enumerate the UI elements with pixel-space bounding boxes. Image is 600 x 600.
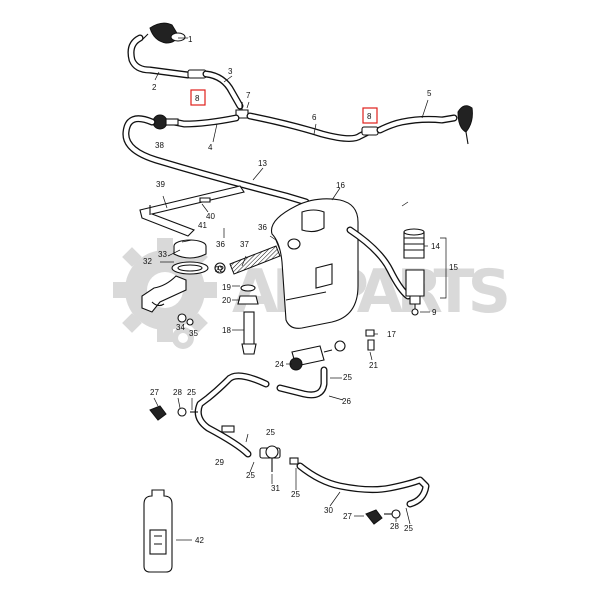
jet-27-left-icon <box>149 405 198 421</box>
callout-2: 2 <box>152 83 157 92</box>
callout-8b: 8 <box>367 112 372 121</box>
left-nozzle-icon <box>141 22 186 44</box>
callout-26: 26 <box>342 397 351 406</box>
level-sensor-icon <box>241 311 257 355</box>
reservoir-tank-icon <box>270 198 359 329</box>
callout-32: 32 <box>143 257 152 266</box>
right-nozzle-icon <box>457 105 473 145</box>
callout-3: 3 <box>228 67 233 76</box>
callout-35: 35 <box>189 329 198 338</box>
callout-25e: 25 <box>291 490 300 499</box>
callout-13: 13 <box>258 159 267 168</box>
callout-28a: 28 <box>173 388 182 397</box>
callout-41: 41 <box>198 221 207 230</box>
callout-39: 39 <box>156 180 165 189</box>
callout-27b: 27 <box>343 512 352 521</box>
callout-36b: 36 <box>216 240 225 249</box>
jet-27-right-icon <box>365 509 401 525</box>
callout-25f: 25 <box>404 524 413 533</box>
callout-22: 22 <box>215 265 224 274</box>
callout-18: 18 <box>222 326 231 335</box>
callout-33: 33 <box>158 250 167 259</box>
callout-36a: 36 <box>258 223 267 232</box>
callout-16: 16 <box>336 181 345 190</box>
callout-29: 29 <box>215 458 224 467</box>
filter-icon <box>403 228 425 259</box>
callout-1: 1 <box>188 35 193 44</box>
callout-25a: 25 <box>343 373 352 382</box>
pump-icon <box>405 269 425 316</box>
callout-37: 37 <box>240 240 249 249</box>
connector-38-icon <box>152 114 179 130</box>
callout-9: 9 <box>432 308 437 317</box>
callout-25c: 25 <box>266 428 275 437</box>
callout-21: 21 <box>369 361 378 370</box>
callout-7: 7 <box>246 91 251 100</box>
grommet-22-icon <box>214 262 226 274</box>
callout-42: 42 <box>195 536 204 545</box>
callout-40: 40 <box>206 212 215 221</box>
leader-lines <box>153 37 430 541</box>
callout-27a: 27 <box>150 388 159 397</box>
callout-15: 15 <box>449 263 458 272</box>
filler-neck-icon <box>141 239 209 313</box>
washer-pump-24-icon <box>289 345 333 371</box>
callout-34: 34 <box>176 323 185 332</box>
callout-4: 4 <box>208 143 213 152</box>
callout-17: 17 <box>387 330 396 339</box>
callout-19: 19 <box>222 283 231 292</box>
callout-28b: 28 <box>390 522 399 531</box>
callout-38: 38 <box>155 141 164 150</box>
highlight-box-left <box>190 89 206 106</box>
callout-5: 5 <box>427 89 432 98</box>
callout-24: 24 <box>275 360 284 369</box>
callout-25b: 25 <box>187 388 196 397</box>
callout-30: 30 <box>324 506 333 515</box>
highlight-box-right <box>362 107 378 124</box>
callout-20: 20 <box>222 296 231 305</box>
callout-6: 6 <box>312 113 317 122</box>
callout-31: 31 <box>271 484 280 493</box>
bottle-icon <box>143 489 173 573</box>
callout-labels: 1 2 3 8 7 5 8 6 38 4 13 39 16 40 41 36 1… <box>143 35 458 545</box>
callout-14: 14 <box>431 242 440 251</box>
valve-31-icon <box>259 445 281 472</box>
watermark-text: AMPARTS <box>232 257 512 327</box>
callout-8a: 8 <box>195 94 200 103</box>
callout-25d: 25 <box>246 471 255 480</box>
